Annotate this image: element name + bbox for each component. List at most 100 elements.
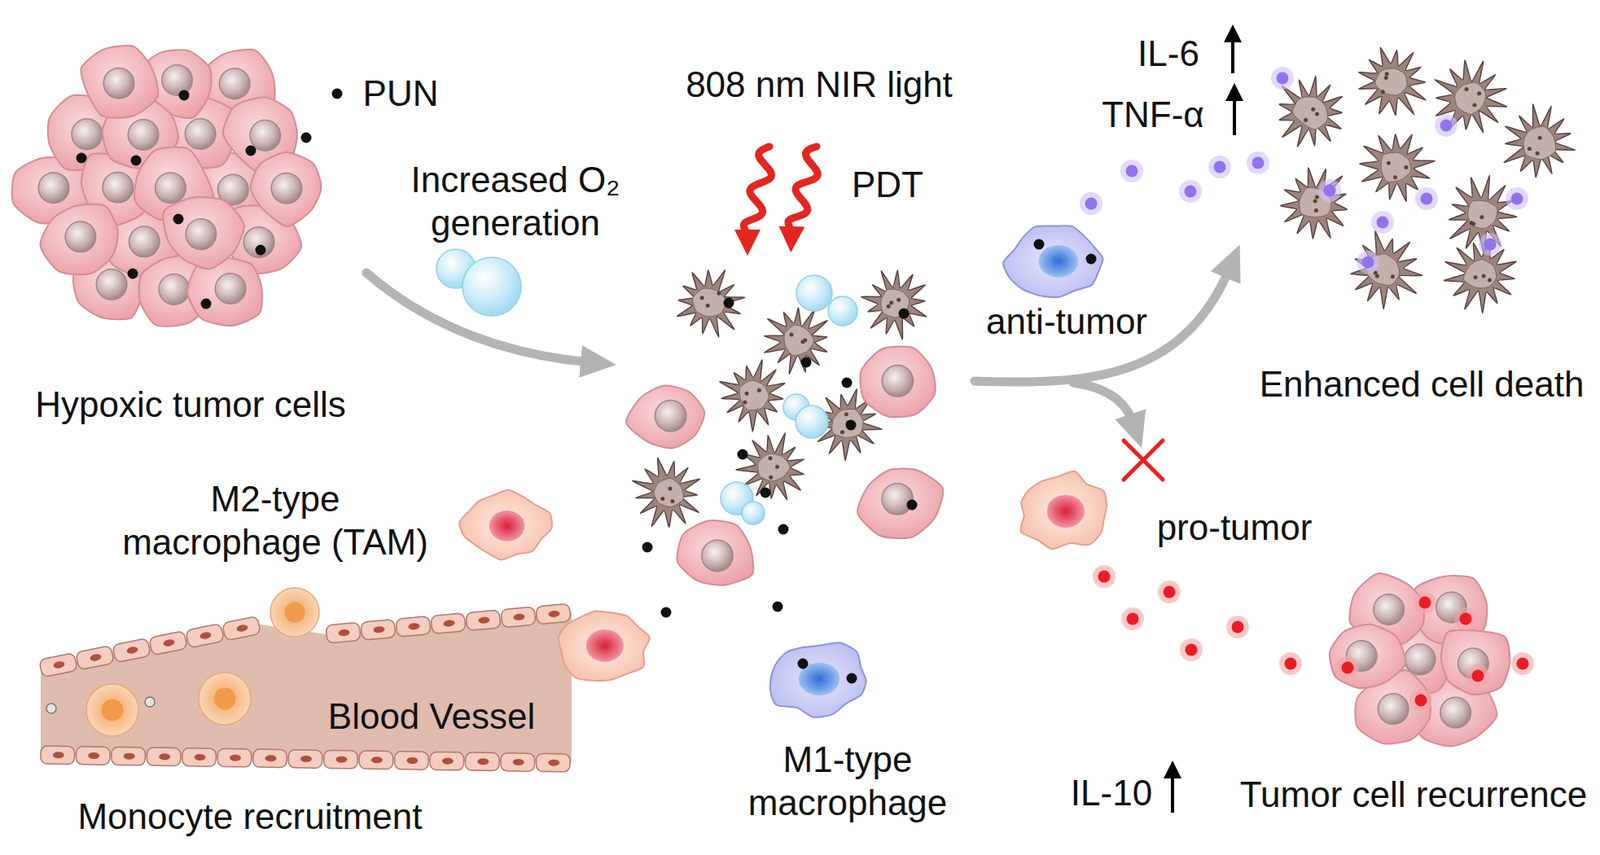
dead-cell xyxy=(1280,167,1347,239)
nanoparticle-dot xyxy=(642,542,654,553)
dead-cell xyxy=(632,457,701,528)
cell-nucleus xyxy=(127,119,159,151)
debris-dot xyxy=(1469,220,1474,225)
debris-dot xyxy=(1313,199,1318,204)
label-holder: Monocyte recruitment xyxy=(77,795,422,839)
nanoparticle-dot xyxy=(1034,239,1045,250)
debris-dot xyxy=(1464,87,1469,92)
debris-dot xyxy=(745,391,750,396)
debris-dot xyxy=(775,464,780,470)
dot-core xyxy=(1231,621,1245,634)
debris-dot xyxy=(1535,151,1540,156)
block-cross xyxy=(1123,440,1163,480)
debris-dot xyxy=(1473,275,1478,280)
nanoparticle-dot xyxy=(737,449,749,461)
endothelial-cell xyxy=(395,616,431,638)
debris-dot xyxy=(840,429,845,434)
dead-cell-core xyxy=(739,380,769,411)
endothelial-cell xyxy=(146,747,181,767)
dot-glow xyxy=(1179,179,1202,203)
endothelial-nucleus xyxy=(229,754,242,762)
endothelial-body xyxy=(500,753,535,772)
dead-cell-body xyxy=(1358,47,1426,115)
endothelial-cell xyxy=(112,638,151,663)
debris-dot xyxy=(1481,273,1487,278)
endothelial-nucleus xyxy=(264,754,277,762)
dead-cell-core xyxy=(1455,82,1487,114)
tumor-cell xyxy=(80,45,158,119)
dot-glow xyxy=(1478,232,1502,256)
tumor-cell xyxy=(860,346,936,417)
endothelial-nucleus xyxy=(236,623,249,633)
text-label: PDT xyxy=(851,163,924,207)
cell-nucleus xyxy=(214,273,246,305)
monocyte-body xyxy=(198,672,251,725)
nanoparticle-dot xyxy=(131,155,142,167)
macrophage-body xyxy=(1003,225,1103,298)
endothelial-cell xyxy=(394,751,429,771)
m2-macrophage xyxy=(459,490,553,561)
dead-cell-body xyxy=(719,359,785,432)
endothelial-body xyxy=(149,631,188,656)
macrophage-nucleus xyxy=(1047,495,1085,529)
debris-dot xyxy=(768,475,773,480)
dead-cell xyxy=(1443,241,1517,314)
dead-cell xyxy=(1358,47,1426,115)
endothelial-cell xyxy=(217,748,252,768)
nir-light-wave xyxy=(743,146,772,238)
dot-glow xyxy=(1208,155,1232,179)
label-holder: M1-type macrophage xyxy=(725,738,970,825)
text-label: Increased O₂ generation xyxy=(397,158,634,246)
cytokine-dot xyxy=(1371,210,1394,234)
endothelial-nucleus xyxy=(372,626,386,634)
tumor-cell xyxy=(39,204,118,275)
cytokine-dot xyxy=(1271,66,1294,90)
m1-macrophage xyxy=(770,642,867,718)
cell-body xyxy=(162,197,245,269)
label-holder: Hypoxic tumor cells xyxy=(35,383,346,427)
endothelial-body xyxy=(535,603,571,625)
debris-dot xyxy=(1403,165,1408,170)
increase-arrow xyxy=(1170,773,1175,813)
label-holder: Enhanced cell death xyxy=(1259,363,1585,407)
endothelial-body xyxy=(111,746,146,766)
m2-macrophage xyxy=(1020,471,1107,549)
dot-core xyxy=(1484,238,1497,251)
tumor-cell xyxy=(187,258,263,326)
endothelial-body xyxy=(395,616,431,638)
dot-glow xyxy=(1371,210,1394,234)
endothelial-body xyxy=(75,645,114,671)
debris-dot xyxy=(1477,91,1482,96)
endothelial-body xyxy=(112,638,151,663)
debris-dot xyxy=(1487,277,1492,282)
endothelial-body xyxy=(535,753,570,772)
tumor-cell xyxy=(1441,630,1510,695)
endothelial-nucleus xyxy=(162,638,176,648)
process-arrow xyxy=(974,268,1230,382)
monocyte xyxy=(270,587,320,637)
label-holder: TNF-α xyxy=(1101,93,1205,137)
endothelial-cell xyxy=(360,619,396,641)
label-holder: anti-tumor xyxy=(986,300,1148,344)
cell-nucleus xyxy=(701,539,733,571)
endothelial-body xyxy=(394,751,429,771)
endothelial-cell xyxy=(430,613,466,635)
endothelial-cell xyxy=(75,645,114,671)
cell-nucleus xyxy=(162,65,193,97)
nanoparticle-dot xyxy=(723,298,735,309)
dot-core xyxy=(1419,596,1432,610)
dead-cell-body xyxy=(1350,231,1422,310)
endothelial-body xyxy=(39,653,78,678)
cell-nucleus xyxy=(103,67,135,99)
dot-glow xyxy=(1121,607,1145,631)
endothelial-cell xyxy=(464,752,500,772)
debris-dot xyxy=(768,455,773,461)
debris-dot xyxy=(886,304,891,309)
tumor-cell xyxy=(1329,624,1406,689)
label-holder: M2-type macrophage (TAM) xyxy=(116,477,434,565)
dead-cell-core xyxy=(653,477,684,507)
dead-cell-body xyxy=(632,457,701,528)
nanoparticle-dot xyxy=(173,214,185,225)
cytokine-dot xyxy=(1179,179,1202,203)
